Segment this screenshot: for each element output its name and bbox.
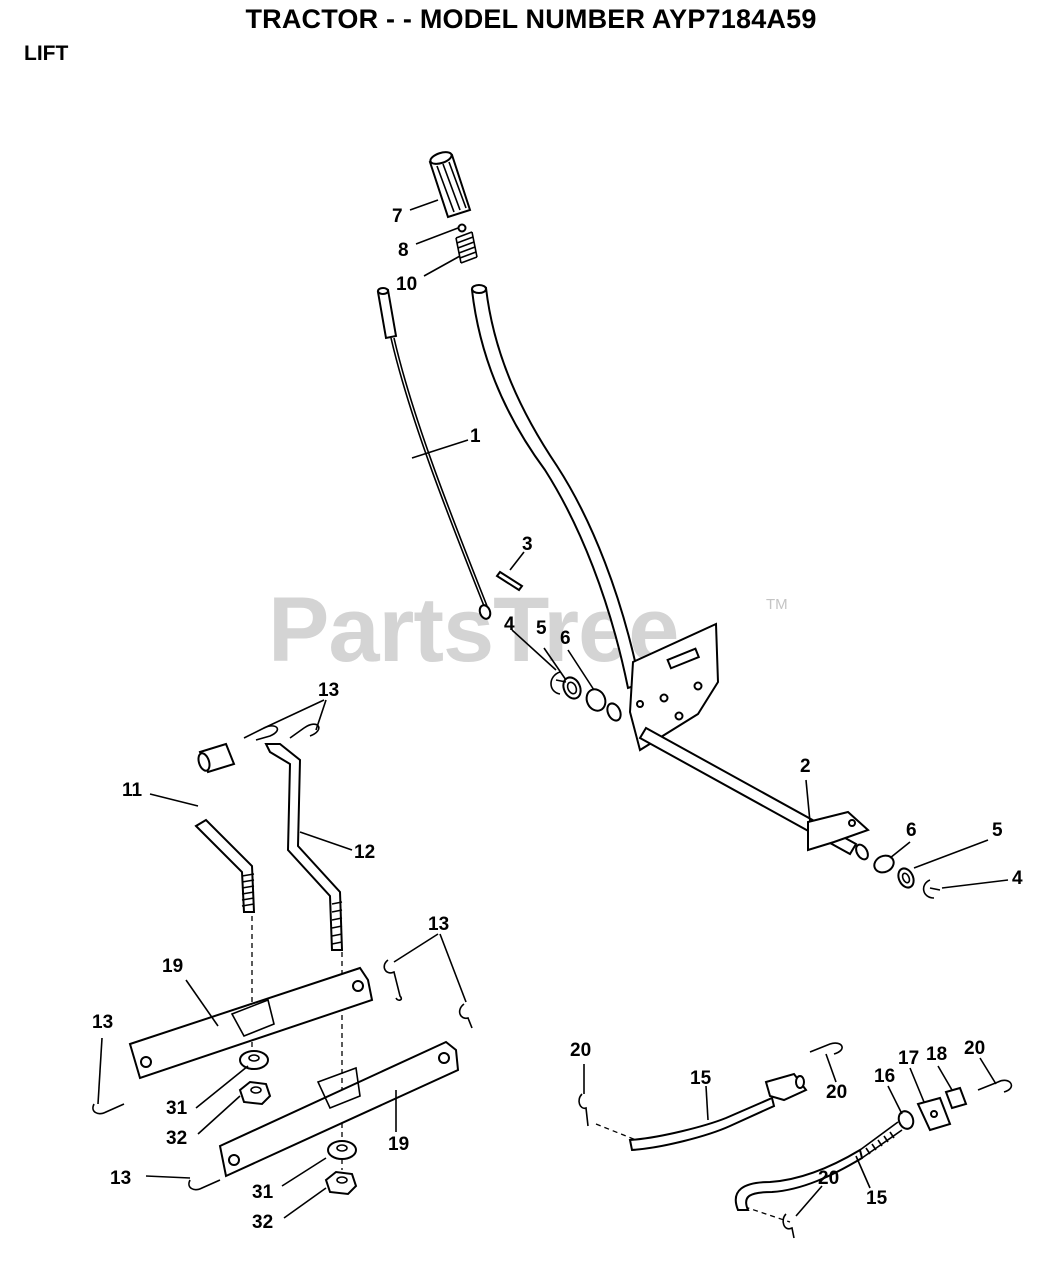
- section-label: LIFT: [24, 42, 69, 65]
- callout-13-top: 13: [318, 680, 339, 701]
- part-clip-left: [550, 671, 567, 695]
- callout-16: 16: [874, 1066, 895, 1087]
- callout-17: 17: [898, 1048, 919, 1069]
- part-lift-link-right: [264, 743, 344, 951]
- part-button-ball: [457, 223, 467, 233]
- callout-32-lower: 32: [252, 1212, 273, 1233]
- callout-13-right: 13: [428, 914, 449, 935]
- callout-4-left: 4: [504, 614, 515, 635]
- watermark-trademark: TM: [766, 596, 788, 613]
- callout-6-right: 6: [906, 820, 917, 841]
- part-lift-link-left: [194, 818, 256, 913]
- part-ferrule: [197, 742, 236, 774]
- callout-labels: 7 8 10 1 3 4 5 6 13 11 12 2 6 5 4 13 19 …: [92, 206, 1023, 1233]
- part-deck-lift-rod-lower: [734, 1121, 903, 1211]
- callout-20-right: 20: [964, 1038, 985, 1059]
- callout-2: 2: [800, 756, 811, 777]
- leader-lines: [97, 199, 1009, 1219]
- callout-8: 8: [398, 240, 409, 261]
- part-lift-handle-tube: [470, 284, 642, 690]
- callout-3: 3: [522, 534, 533, 555]
- callout-19-lower: 19: [388, 1134, 409, 1155]
- callout-10: 10: [396, 274, 417, 295]
- part-spring: [455, 231, 478, 264]
- part-swivel-17: [916, 1096, 952, 1132]
- callout-31-upper: 31: [166, 1098, 188, 1119]
- callout-20-mid: 20: [826, 1082, 847, 1103]
- page-title: TRACTOR - - MODEL NUMBER AYP7184A59: [245, 4, 817, 34]
- callout-4-right: 4: [1012, 868, 1023, 889]
- callout-20-bottom: 20: [818, 1168, 839, 1189]
- callout-15-lower: 15: [866, 1188, 888, 1209]
- part-clip-right: [922, 879, 941, 899]
- part-washer-right: [897, 867, 915, 889]
- part-washer-left: [562, 676, 582, 700]
- callout-11: 11: [122, 780, 143, 801]
- part-washer-31-lower: [327, 1140, 357, 1160]
- part-cross-shaft: [638, 726, 870, 861]
- callout-31-lower: 31: [252, 1182, 274, 1203]
- callout-19-upper: 19: [162, 956, 183, 977]
- part-nut-32-upper: [238, 1080, 272, 1106]
- part-deck-lift-rod-upper: [628, 1096, 776, 1152]
- part-bushing-right: [873, 854, 895, 874]
- part-lift-arm-lower: [218, 1040, 460, 1178]
- callout-32-upper: 32: [166, 1128, 187, 1149]
- part-bushing-left: [585, 688, 622, 722]
- part-ferrule-18: [944, 1086, 968, 1110]
- callout-20-left: 20: [570, 1040, 591, 1061]
- part-hairpin-clip-right: [383, 959, 473, 1029]
- part-hex-nut-16: [897, 1110, 915, 1130]
- callout-13-bottom: 13: [110, 1168, 131, 1189]
- part-nut-32-lower: [324, 1170, 358, 1196]
- callout-6-left: 6: [560, 628, 571, 649]
- part-trunnion-upper: [764, 1072, 808, 1102]
- callout-7: 7: [392, 206, 403, 227]
- part-lift-bracket-plate: [628, 622, 720, 752]
- callout-18: 18: [926, 1044, 947, 1065]
- callout-12: 12: [354, 842, 375, 863]
- part-handle-grip: [428, 151, 472, 219]
- callout-13-left: 13: [92, 1012, 113, 1033]
- part-pin: [495, 570, 524, 592]
- callout-1: 1: [470, 426, 481, 447]
- part-washer-31-upper: [239, 1050, 269, 1070]
- part-hairpin-20: [578, 1042, 1013, 1239]
- part-hairpin-clip-lower-left: [92, 1103, 221, 1191]
- callout-15-upper: 15: [690, 1068, 712, 1089]
- callout-5-right: 5: [992, 820, 1003, 841]
- part-push-rod: [376, 287, 492, 620]
- part-lift-arm-upper: [128, 966, 374, 1080]
- part-hairpin-clip-top: [243, 723, 320, 741]
- callout-5-left: 5: [536, 618, 547, 639]
